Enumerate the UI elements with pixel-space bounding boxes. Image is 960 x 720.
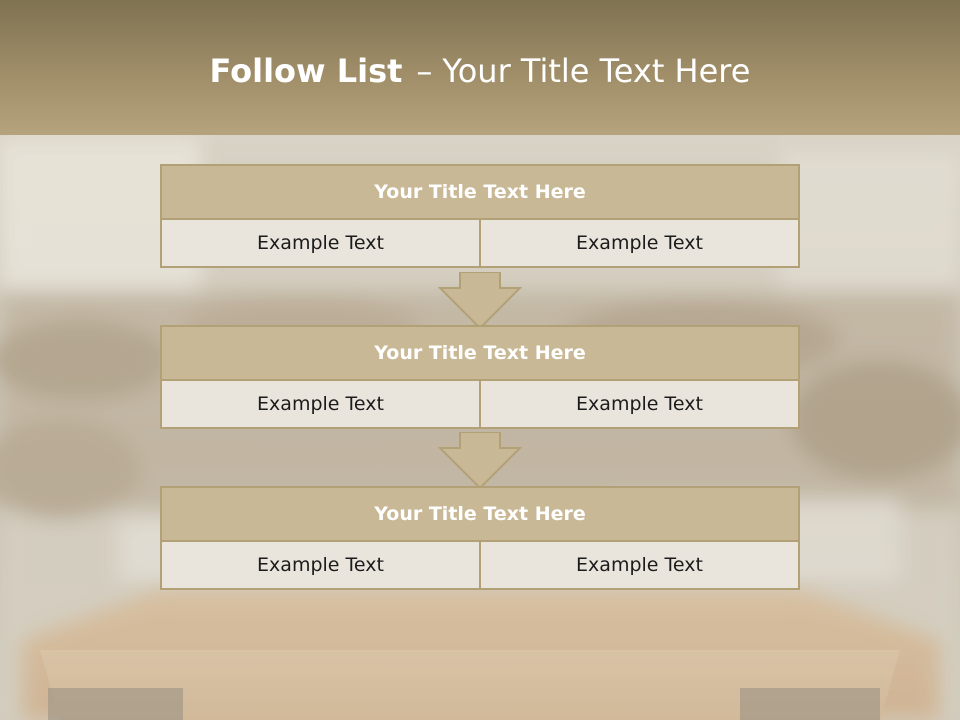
step-3-left-text: Example Text <box>160 540 481 590</box>
step-title-3: Your Title Text Here <box>160 486 800 542</box>
step-title-1: Your Title Text Here <box>160 164 800 220</box>
down-arrow-icon <box>438 272 522 330</box>
step-row-1: Example Text Example Text <box>160 218 800 268</box>
step-block-2: Your Title Text Here Example Text Exampl… <box>160 325 800 429</box>
step-block-3: Your Title Text Here Example Text Exampl… <box>160 486 800 590</box>
slide-title-bold: Follow List <box>209 52 403 90</box>
title-band <box>0 0 960 135</box>
step-block-1: Your Title Text Here Example Text Exampl… <box>160 164 800 268</box>
down-arrow-icon <box>438 432 522 490</box>
step-1-right-text: Example Text <box>479 218 800 268</box>
slide-title: Follow List–Your Title Text Here <box>0 52 960 90</box>
slide-title-dash: – <box>416 52 433 90</box>
step-3-right-text: Example Text <box>479 540 800 590</box>
step-2-right-text: Example Text <box>479 379 800 429</box>
step-2-left-text: Example Text <box>160 379 481 429</box>
step-row-2: Example Text Example Text <box>160 379 800 429</box>
slide-title-rest: Your Title Text Here <box>442 52 751 90</box>
step-1-left-text: Example Text <box>160 218 481 268</box>
step-row-3: Example Text Example Text <box>160 540 800 590</box>
step-title-2: Your Title Text Here <box>160 325 800 381</box>
